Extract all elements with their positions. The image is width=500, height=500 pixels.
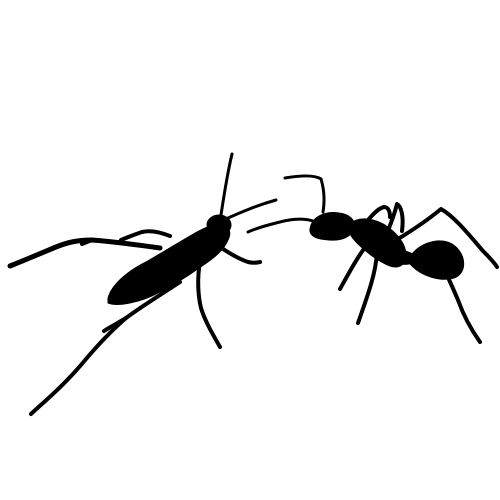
ant-antenna-upper: [283, 174, 326, 214]
grasshopper-upper-leg: [119, 229, 172, 242]
grasshopper-hind-leg-spur: [102, 316, 128, 333]
grasshopper-left-leg-joint: [80, 238, 94, 246]
grasshopper-antenna-upper: [219, 152, 234, 217]
grasshopper-silhouette: [7, 152, 278, 416]
grasshopper-right-front-leg: [211, 240, 262, 265]
ant-front-leg: [338, 244, 368, 291]
ant-thorax: [348, 218, 407, 268]
grasshopper-head: [206, 214, 232, 236]
ant-head: [309, 212, 355, 241]
ant-silhouette: [246, 174, 499, 344]
ant-antenna-left: [246, 217, 315, 234]
ant-rear-lower-leg: [440, 262, 482, 344]
ant-short-leg: [366, 205, 392, 222]
grasshopper-left-leg: [7, 237, 163, 269]
ant-rear-upper-leg: [396, 207, 499, 269]
grasshopper-antenna-right: [226, 198, 278, 220]
ant-upper-mid-leg: [383, 202, 405, 240]
grasshopper-hind-leg: [29, 280, 182, 416]
grasshopper-lower-middle-leg: [196, 260, 222, 349]
ant-abdomen: [407, 240, 465, 280]
ant-middle-leg: [356, 250, 379, 325]
